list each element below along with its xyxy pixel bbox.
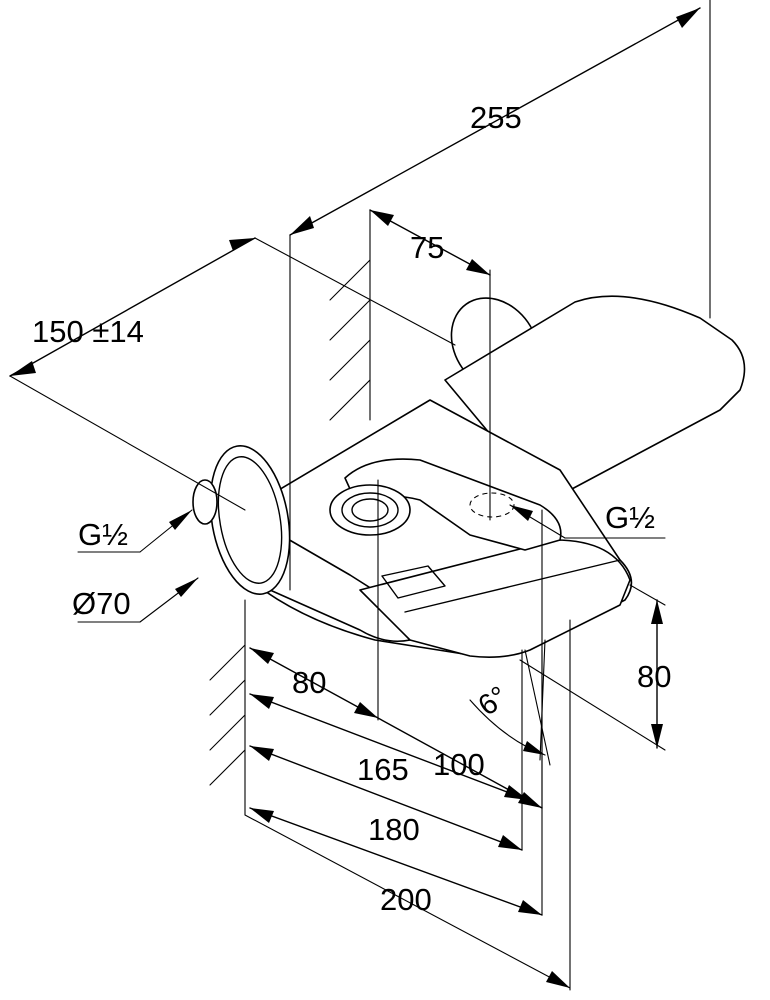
depth-180-label: 180 (368, 812, 420, 847)
dim-line-150 (9, 237, 456, 511)
dim-line-165 (249, 693, 529, 801)
dim-line-height-80 (519, 584, 666, 751)
depth-100-label: 100 (433, 747, 485, 782)
depth-80-label: 80 (292, 665, 326, 700)
mixer-body (192, 295, 746, 658)
dim-line-75 (369, 209, 491, 521)
depth-165-label: 165 (357, 752, 409, 787)
g-half-left-label: G½ (78, 517, 128, 552)
diameter-70-label: Ø70 (72, 586, 131, 621)
wall-hatch-upper (329, 209, 371, 421)
leader-g-half-left (77, 509, 193, 553)
dim-75-label: 75 (410, 230, 444, 265)
dim-255-label: 255 (470, 100, 522, 135)
angle-6-label: 6° (473, 680, 514, 722)
leader-diameter-70 (77, 577, 199, 623)
depth-200-label: 200 (380, 882, 432, 917)
dim-line-255 (289, 0, 711, 591)
dim-line-200 (249, 807, 543, 916)
depth-extension-lines (377, 479, 571, 991)
dim-line-180 (249, 745, 523, 851)
wall-hatch-lower (209, 599, 246, 816)
dim-line-depth-80 (249, 647, 379, 719)
height-80-label: 80 (637, 659, 671, 694)
leader-g-half-right (509, 504, 666, 539)
g-half-right-label: G½ (605, 500, 655, 535)
dim-line-bottom (244, 814, 571, 989)
dim-150-label: 150 ±14 (32, 314, 144, 349)
